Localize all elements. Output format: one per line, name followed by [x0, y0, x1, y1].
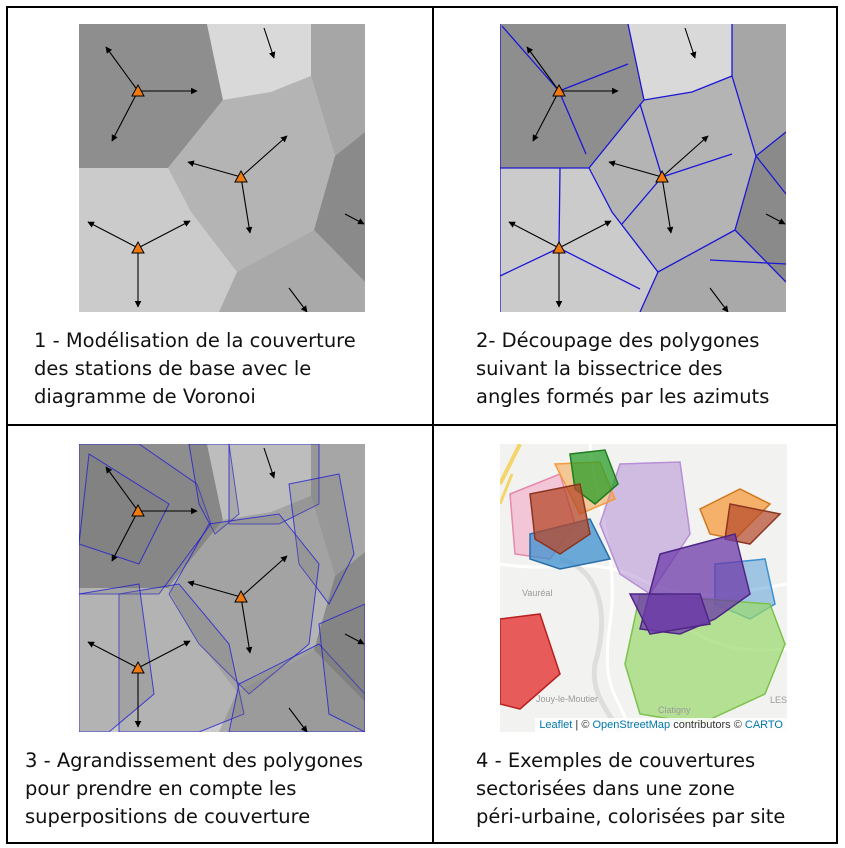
map-label-jouy-le-moutier: Jouy-le-Moutier	[536, 694, 598, 704]
grid-border-top	[6, 6, 838, 8]
map-label-vaureal: Vauréal	[522, 588, 552, 598]
openstreetmap-link[interactable]: OpenStreetMap	[592, 719, 671, 731]
panel-enlarged: 3 - Agrandissement des polygones pour pr…	[6, 426, 432, 842]
carto-link[interactable]: CARTO	[744, 719, 783, 731]
map-label-clatigny: Clatigny	[658, 705, 691, 715]
bisector-diagram	[500, 24, 786, 312]
panel-bisector: 2- Découpage des polygones suivant la bi…	[433, 6, 836, 424]
panel-2-caption: 2- Découpage des polygones suivant la bi…	[476, 329, 770, 408]
attribution-separator: | ©	[572, 719, 593, 731]
map-label-les-ro: LES RO	[770, 695, 787, 705]
grid-border-left	[6, 6, 8, 844]
panel-grid: 1 - Modélisation de la couverture des st…	[6, 6, 838, 844]
voronoi-diagram	[79, 24, 365, 312]
panel-4-caption: 4 - Exemples de couvertures sectorisées …	[476, 749, 786, 828]
panel-3-caption: 3 - Agrandissement des polygones pour pr…	[25, 749, 364, 828]
enlarged-polygons-diagram	[79, 444, 365, 732]
panel-voronoi: 1 - Modélisation de la couverture des st…	[6, 6, 432, 424]
coverage-map[interactable]: Vauréal Jouy-le-Moutier Clatigny LES RO …	[500, 444, 787, 732]
grid-border-center	[432, 6, 434, 844]
panel-map-example: Vauréal Jouy-le-Moutier Clatigny LES RO …	[433, 426, 836, 842]
attribution-contributors: contributors ©	[670, 719, 745, 731]
panel-1-caption: 1 - Modélisation de la couverture des st…	[34, 329, 356, 408]
grid-border-middle	[6, 424, 838, 426]
map-attribution: Leaflet | © OpenStreetMap contributors ©…	[535, 718, 787, 732]
grid-border-bottom	[6, 842, 838, 844]
leaflet-link[interactable]: Leaflet	[539, 719, 573, 731]
grid-border-right	[836, 6, 838, 844]
